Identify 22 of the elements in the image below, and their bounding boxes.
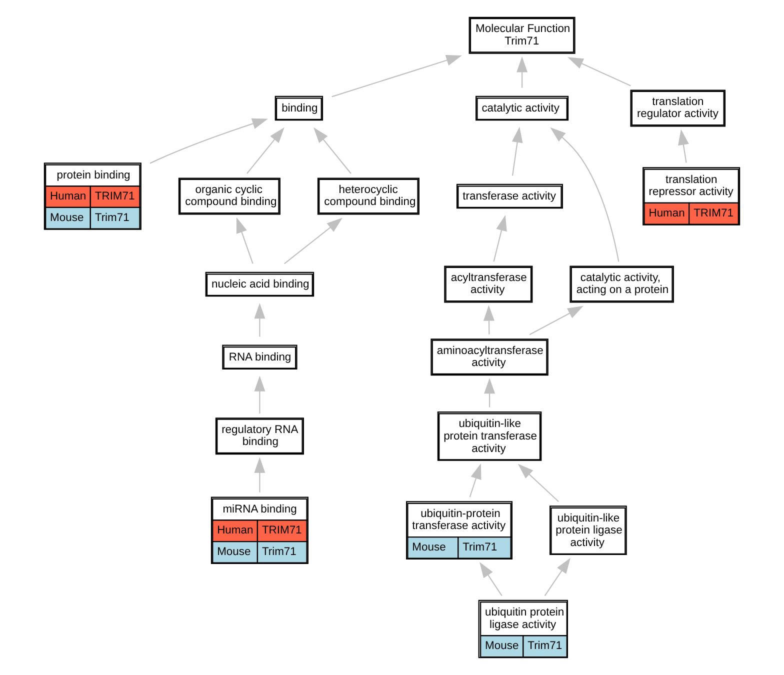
arrow — [314, 127, 352, 174]
arrow — [480, 562, 502, 596]
arrow — [568, 57, 631, 86]
arrow — [529, 306, 584, 336]
arrow — [150, 118, 268, 164]
arrow — [550, 127, 620, 262]
arrow — [236, 217, 254, 264]
arrow — [284, 218, 343, 264]
arrow — [332, 55, 462, 98]
arrow — [469, 463, 482, 498]
arrow — [484, 378, 496, 408]
arrow — [518, 464, 559, 502]
arrow — [544, 558, 570, 596]
arrow — [678, 129, 689, 163]
arrow — [254, 457, 266, 492]
arrow — [493, 215, 507, 262]
arrow — [254, 302, 266, 337]
arrow — [254, 376, 266, 414]
arrow — [516, 56, 528, 88]
arrow — [483, 305, 494, 334]
arrow — [512, 126, 523, 176]
arrow — [246, 127, 284, 174]
